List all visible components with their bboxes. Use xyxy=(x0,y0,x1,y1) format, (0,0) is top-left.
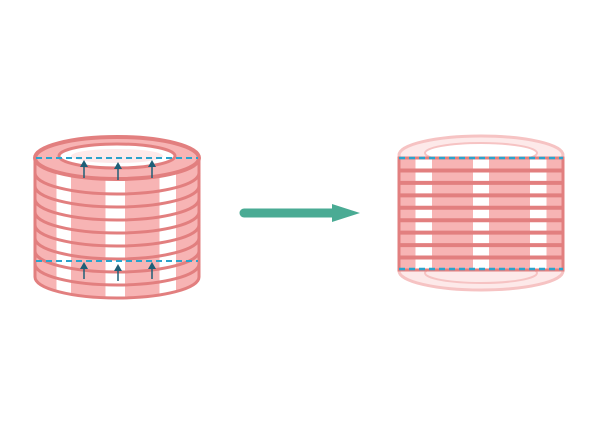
up-arrow-icon xyxy=(80,160,88,178)
stacked-ring-coil xyxy=(33,135,201,300)
right-arrow-icon xyxy=(239,204,360,222)
up-arrow-icon xyxy=(80,262,88,279)
up-arrow-icon xyxy=(114,162,122,180)
up-arrow-icon xyxy=(148,262,156,279)
push-arrows-bottom xyxy=(80,262,156,281)
ring-layers xyxy=(33,157,201,300)
band-lines xyxy=(399,168,563,260)
up-arrow-icon xyxy=(148,160,156,178)
flattened-ring-block xyxy=(397,134,565,292)
up-arrow-icon xyxy=(114,264,122,281)
push-arrows-top xyxy=(80,160,156,180)
